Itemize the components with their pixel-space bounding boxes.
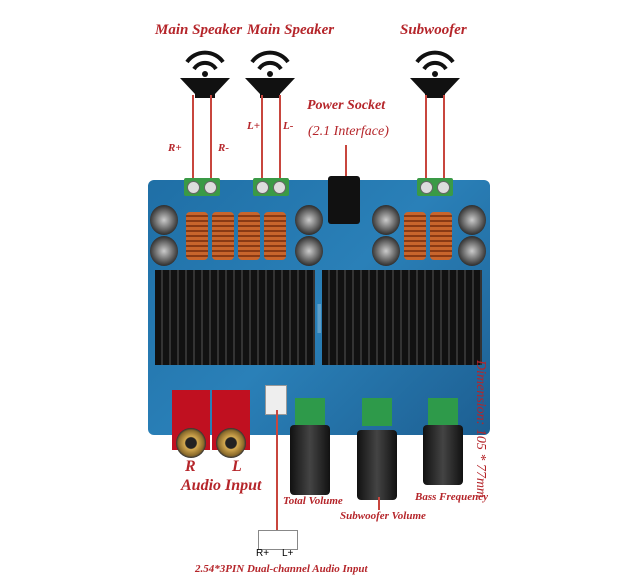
pin-r-plus-label: R+ (256, 548, 270, 559)
potentiometer (295, 398, 325, 426)
capacitor (372, 236, 400, 266)
bass-frequency-knob[interactable] (423, 425, 463, 485)
speaker-terminal (184, 178, 220, 196)
wire (210, 95, 212, 187)
l-minus-label: L- (283, 120, 294, 132)
wire (192, 95, 194, 187)
inductor (212, 212, 234, 260)
speaker-terminal (417, 178, 453, 196)
capacitor (458, 205, 486, 235)
pin-header-label: 2.54*3PIN Dual-channel Audio Input (195, 563, 368, 575)
rca-connector (216, 428, 246, 458)
l-plus-label: L+ (247, 120, 260, 132)
wire (279, 95, 281, 187)
capacitor (372, 205, 400, 235)
inductor (404, 212, 426, 260)
subwoofer-volume-label: Subwoofer Volume (340, 510, 426, 522)
wire (345, 145, 347, 185)
capacitor (295, 205, 323, 235)
potentiometer (428, 398, 458, 426)
subwoofer-volume-knob[interactable] (357, 430, 397, 500)
capacitor (295, 236, 323, 266)
pin-header-diagram-icon (258, 530, 298, 550)
wire (261, 95, 263, 187)
inductor (430, 212, 452, 260)
total-volume-label: Total Volume (283, 495, 343, 507)
capacitor (150, 236, 178, 266)
rca-connector (176, 428, 206, 458)
subwoofer-label: Subwoofer (400, 22, 467, 38)
heatsink (322, 270, 482, 365)
main-speaker-left-label: Main Speaker (247, 22, 335, 38)
power-interface-label: (2.1 Interface) (308, 124, 389, 139)
inductor (264, 212, 286, 260)
r-minus-label: R- (218, 142, 229, 154)
inductor (238, 212, 260, 260)
r-plus-label: R+ (168, 142, 182, 154)
main-speaker-right-label: Main Speaker (155, 22, 243, 38)
wire (425, 95, 427, 187)
heatsink (155, 270, 315, 365)
wire (443, 95, 445, 187)
speaker-terminal (253, 178, 289, 196)
rca-l-label: L (232, 458, 242, 475)
audio-input-label: Audio Input (181, 477, 262, 494)
wire (276, 410, 278, 530)
speaker-icon (410, 50, 460, 98)
speaker-icon (245, 50, 295, 98)
power-socket (328, 176, 360, 224)
bass-frequency-label: Bass Frequency (415, 491, 489, 503)
capacitor (458, 236, 486, 266)
speaker-icon (180, 50, 230, 98)
potentiometer (362, 398, 392, 426)
total-volume-knob[interactable] (290, 425, 330, 495)
rca-r-label: R (185, 458, 196, 475)
inductor (186, 212, 208, 260)
power-socket-label: Power Socket (307, 98, 386, 113)
pin-l-plus-label: L+ (282, 548, 294, 559)
capacitor (150, 205, 178, 235)
dimension-label: Dimension: 105 * 77mm (473, 360, 488, 499)
wire (378, 497, 380, 510)
